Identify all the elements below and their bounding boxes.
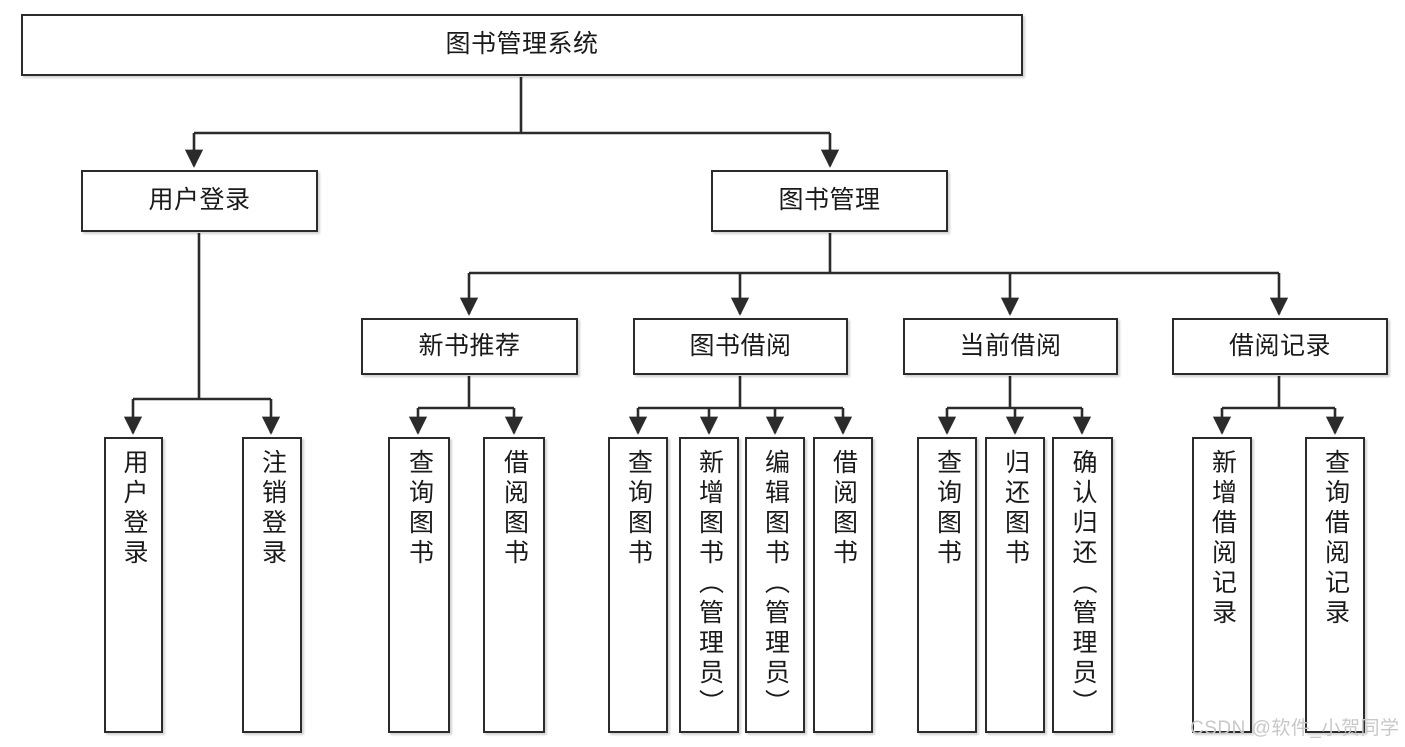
node-leaf-borrow-book-1[interactable]: 借阅图书	[483, 437, 545, 733]
node-leaf-borrow-book-2-label: 借阅图书	[829, 449, 858, 569]
node-current-borrow[interactable]: 当前借阅	[903, 318, 1118, 375]
node-leaf-query-borrow-record-label: 查询借阅记录	[1321, 449, 1350, 629]
node-leaf-query-borrow-record[interactable]: 查询借阅记录	[1305, 437, 1365, 733]
node-borrow-record-label: 借阅记录	[1228, 331, 1331, 360]
node-book-borrow[interactable]: 图书借阅	[633, 318, 848, 375]
node-root-label: 图书管理系统	[445, 30, 599, 59]
node-leaf-add-book-admin[interactable]: 新增图书（管理员）	[679, 437, 739, 733]
node-leaf-query-book-3[interactable]: 查询图书	[917, 437, 977, 733]
node-leaf-confirm-return-admin-label: 确认归还（管理员）	[1069, 449, 1097, 719]
node-new-book-rec[interactable]: 新书推荐	[361, 318, 578, 375]
node-leaf-query-book-3-label: 查询图书	[933, 449, 962, 569]
node-current-borrow-label: 当前借阅	[959, 331, 1062, 360]
node-leaf-logout-label: 注销登录	[258, 449, 287, 569]
node-leaf-logout[interactable]: 注销登录	[242, 437, 302, 733]
node-borrow-record[interactable]: 借阅记录	[1172, 318, 1388, 375]
node-leaf-add-borrow-record[interactable]: 新增借阅记录	[1192, 437, 1252, 733]
node-leaf-edit-book-admin[interactable]: 编辑图书（管理员）	[745, 437, 805, 733]
node-new-book-rec-label: 新书推荐	[418, 331, 521, 360]
node-user-login[interactable]: 用户登录	[81, 170, 318, 232]
node-book-manage-label: 图书管理	[778, 186, 881, 215]
node-leaf-query-book-1[interactable]: 查询图书	[388, 437, 450, 733]
node-leaf-add-borrow-record-label: 新增借阅记录	[1208, 449, 1237, 629]
watermark-text: CSDN @软件_小贺同学	[1190, 718, 1400, 739]
node-leaf-query-book-2[interactable]: 查询图书	[608, 437, 668, 733]
node-leaf-confirm-return-admin[interactable]: 确认归还（管理员）	[1052, 437, 1113, 733]
node-leaf-user-login[interactable]: 用户登录	[104, 437, 163, 733]
node-root[interactable]: 图书管理系统	[21, 14, 1023, 76]
node-user-login-label: 用户登录	[148, 186, 251, 215]
node-leaf-return-book-label: 归还图书	[1001, 449, 1030, 569]
node-leaf-borrow-book-1-label: 借阅图书	[500, 449, 529, 569]
node-leaf-query-book-2-label: 查询图书	[624, 449, 653, 569]
node-leaf-return-book[interactable]: 归还图书	[985, 437, 1045, 733]
node-leaf-query-book-1-label: 查询图书	[405, 449, 434, 569]
node-leaf-edit-book-admin-label: 编辑图书（管理员）	[761, 449, 790, 719]
node-leaf-add-book-admin-label: 新增图书（管理员）	[695, 449, 724, 719]
node-book-borrow-label: 图书借阅	[689, 331, 792, 360]
node-leaf-borrow-book-2[interactable]: 借阅图书	[813, 437, 873, 733]
node-leaf-user-login-label: 用户登录	[120, 449, 148, 569]
node-book-manage[interactable]: 图书管理	[711, 170, 948, 232]
